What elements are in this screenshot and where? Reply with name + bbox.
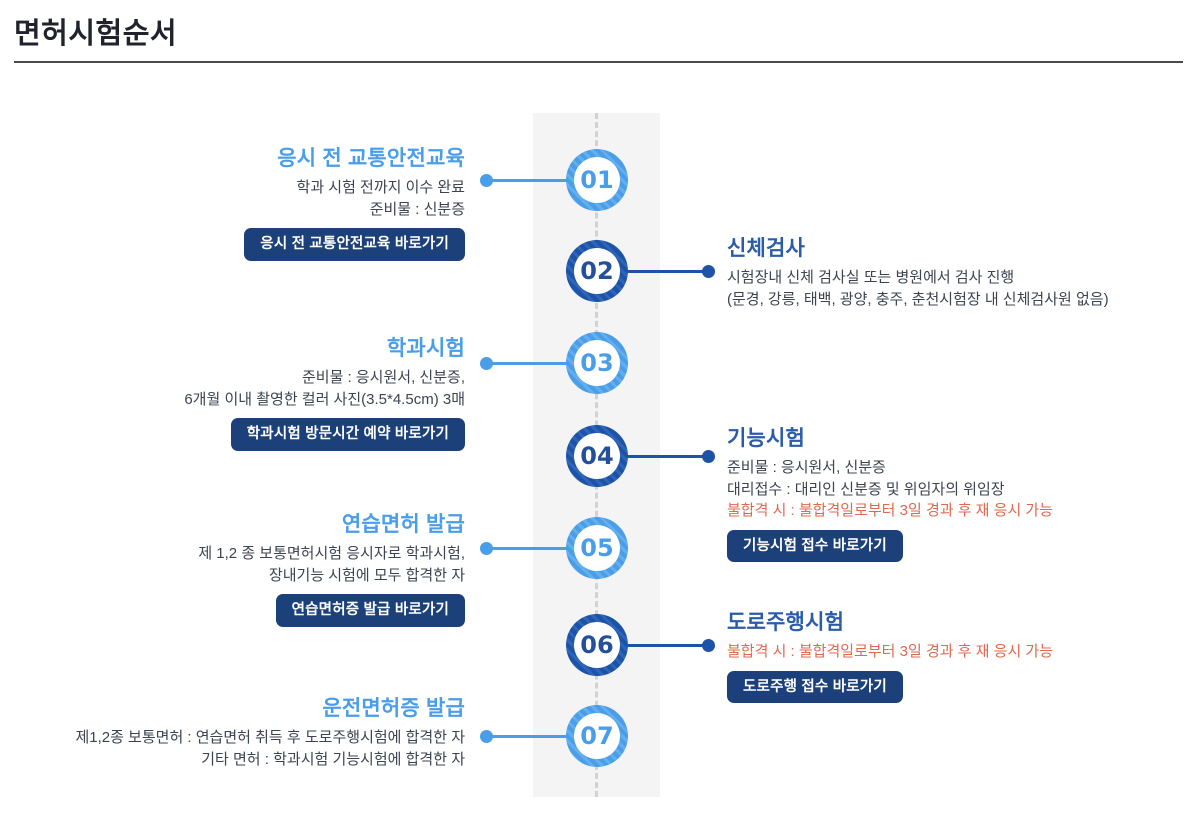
- step-05-desc-line: 제 1,2 종 보통면허시험 응시자로 학과시험,: [198, 545, 465, 562]
- step-02-connector: [628, 265, 715, 278]
- step-01-circle: 01: [566, 149, 628, 211]
- step-05-connector: [480, 542, 567, 555]
- step-02-title: 신체검사: [727, 237, 806, 260]
- step-04-warning-line: 불합격 시 : 불합격일로부터 3일 경과 후 재 응시 가능: [727, 502, 1054, 519]
- step-03-connector: [480, 357, 567, 370]
- step-03-link-button[interactable]: 학과시험 방문시간 예약 바로가기: [230, 418, 465, 451]
- step-07-desc-line: 제1,2종 보통면허 : 연습면허 취득 후 도로주행시험에 합격한 자: [75, 729, 465, 746]
- step-01-title: 응시 전 교통안전교육: [277, 147, 465, 170]
- step-01-link-button[interactable]: 응시 전 교통안전교육 바로가기: [244, 228, 465, 261]
- step-07-title: 운전면허증 발급: [322, 697, 465, 720]
- title-divider: [14, 61, 1183, 63]
- step-04-content: 기능시험 준비물 : 응시원서, 신분증 대리접수 : 대리인 신분증 및 위임…: [727, 426, 1197, 562]
- step-07-desc-line: 기타 면허 : 학과시험 기능시험에 합격한 자: [201, 750, 465, 768]
- step-01-content: 응시 전 교통안전교육 학과 시험 전까지 이수 완료 준비물 : 신분증 응시…: [0, 146, 465, 261]
- step-04-link-button[interactable]: 기능시험 접수 바로가기: [727, 529, 903, 562]
- step-01-number: 01: [580, 166, 614, 194]
- step-04-desc-line: 대리접수 : 대리인 신분증 및 위임자의 위임장: [727, 480, 1005, 498]
- step-02-desc-line: 시험장내 신체 검사실 또는 병원에서 검사 진행: [727, 269, 1015, 286]
- step-01-connector: [480, 174, 567, 187]
- step-03-circle: 03: [566, 332, 628, 394]
- step-06-title: 도로주행시험: [727, 611, 845, 634]
- step-02-desc-line: (문경, 강릉, 태백, 광양, 충주, 춘천시험장 내 신체검사원 없음): [727, 290, 1109, 308]
- step-06-link-button[interactable]: 도로주행 접수 바로가기: [727, 670, 903, 703]
- step-03-desc-line: 6개월 이내 촬영한 컬러 사진(3.5*4.5cm) 3매: [184, 390, 465, 408]
- step-06-warning-line: 불합격 시 : 불합격일로부터 3일 경과 후 재 응시 가능: [727, 643, 1054, 660]
- step-04-circle: 04: [566, 425, 628, 487]
- step-02-content: 신체검사 시험장내 신체 검사실 또는 병원에서 검사 진행 (문경, 강릉, …: [727, 236, 1197, 310]
- step-04-title: 기능시험: [727, 427, 806, 450]
- step-06-number: 06: [580, 631, 614, 659]
- step-07-content: 운전면허증 발급 제1,2종 보통면허 : 연습면허 취득 후 도로주행시험에 …: [0, 696, 465, 770]
- step-05-desc-line: 장내기능 시험에 모두 합격한 자: [268, 566, 465, 584]
- page-title: 면허시험순서: [14, 18, 178, 50]
- step-01-desc-line: 준비물 : 신분증: [369, 200, 465, 218]
- step-07-circle: 07: [566, 705, 628, 767]
- step-01-desc-line: 학과 시험 전까지 이수 완료: [296, 179, 465, 196]
- step-06-circle: 06: [566, 614, 628, 676]
- step-04-number: 04: [580, 442, 614, 470]
- step-05-link-button[interactable]: 연습면허증 발급 바로가기: [275, 594, 465, 627]
- step-05-number: 05: [580, 534, 614, 562]
- step-03-desc-line: 준비물 : 응시원서, 신분증,: [301, 369, 465, 386]
- step-03-number: 03: [580, 349, 614, 377]
- step-02-number: 02: [580, 257, 614, 285]
- step-06-connector: [628, 639, 715, 652]
- step-03-title: 학과시험: [386, 337, 465, 360]
- step-07-connector: [480, 730, 567, 743]
- step-06-content: 도로주행시험 불합격 시 : 불합격일로부터 3일 경과 후 재 응시 가능 도…: [727, 610, 1197, 703]
- step-07-number: 07: [580, 722, 614, 750]
- step-05-title: 연습면허 발급: [341, 513, 465, 536]
- step-05-circle: 05: [566, 517, 628, 579]
- step-04-desc-line: 준비물 : 응시원서, 신분증: [727, 459, 886, 476]
- step-05-content: 연습면허 발급 제 1,2 종 보통면허시험 응시자로 학과시험, 장내기능 시…: [0, 512, 465, 627]
- step-02-circle: 02: [566, 240, 628, 302]
- step-03-content: 학과시험 준비물 : 응시원서, 신분증, 6개월 이내 촬영한 컬러 사진(3…: [0, 336, 465, 451]
- step-04-connector: [628, 450, 715, 463]
